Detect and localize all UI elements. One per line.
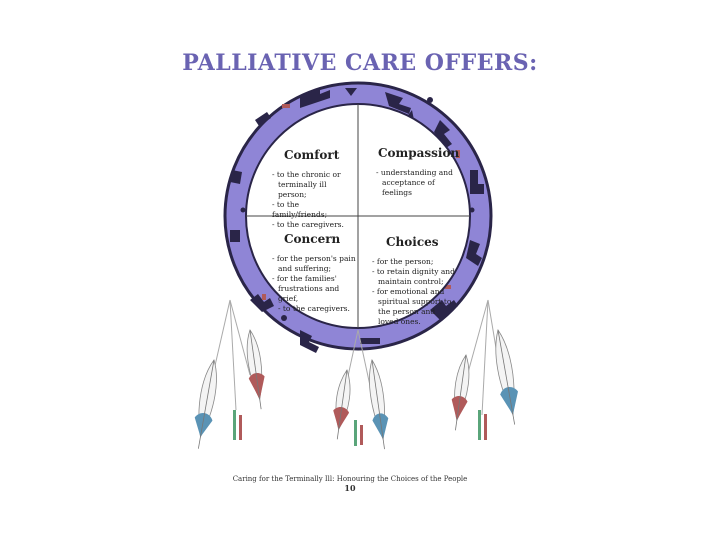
page-number: 10: [344, 483, 356, 493]
page-title: PALLIATIVE CARE OFFERS:: [182, 50, 538, 76]
quadrant-compassion: Compassion - understanding and acceptanc…: [376, 146, 466, 198]
quadrant-item: terminally ill person;: [278, 180, 327, 199]
ring-pattern: [230, 88, 484, 353]
quadrant-item: - to the caregivers.: [272, 220, 344, 229]
footer-caption: Caring for the Terminally Ill: Honouring…: [232, 475, 468, 483]
quadrant-item: - understanding and: [376, 168, 453, 177]
ring-pattern-red: [262, 104, 460, 300]
quadrant-title: Comfort: [284, 148, 340, 162]
quadrant-item: spiritual support to: [378, 297, 452, 306]
center-feather-group: [333, 329, 389, 450]
feather: [451, 354, 470, 431]
quadrant-item: and suffering;: [278, 264, 332, 273]
quadrant-item: - for the families': [272, 274, 337, 283]
feather: [369, 359, 389, 450]
quadrant-title: Concern: [284, 232, 341, 246]
feather: [194, 359, 217, 449]
quadrant-item: the person and: [378, 307, 436, 316]
quadrant-comfort: Comfort - to the chronic or terminally i…: [272, 148, 356, 230]
quadrant-item: maintain control;: [378, 277, 444, 286]
quadrant-item: frustrations and grief,: [278, 284, 340, 303]
quadrant-item: - for emotional and: [372, 287, 445, 296]
quadrant-concern: Concern - for the person's pain and suff…: [272, 232, 358, 314]
feather: [333, 369, 351, 440]
quadrant-item: - for the person's pain: [272, 254, 356, 263]
quadrant-title: Compassion: [378, 146, 460, 160]
quadrant-item: acceptance of feelings: [382, 178, 435, 197]
feather: [495, 329, 518, 425]
quadrant-item: loved ones.: [378, 317, 421, 326]
quadrant-item: - to the family/friends;: [272, 200, 328, 219]
feather: [246, 329, 265, 410]
quadrant-choices: Choices - for the person; - to retain di…: [372, 235, 458, 327]
quadrant-item: - for the person;: [372, 257, 434, 266]
quadrant-item: - to the caregivers.: [278, 304, 350, 313]
quadrant-title: Choices: [386, 235, 439, 249]
quadrant-item: - to the chronic or: [272, 170, 341, 179]
left-feather-group: [194, 299, 265, 449]
right-feather-group: [451, 299, 518, 440]
quadrant-item: - to retain dignity and: [372, 267, 455, 276]
